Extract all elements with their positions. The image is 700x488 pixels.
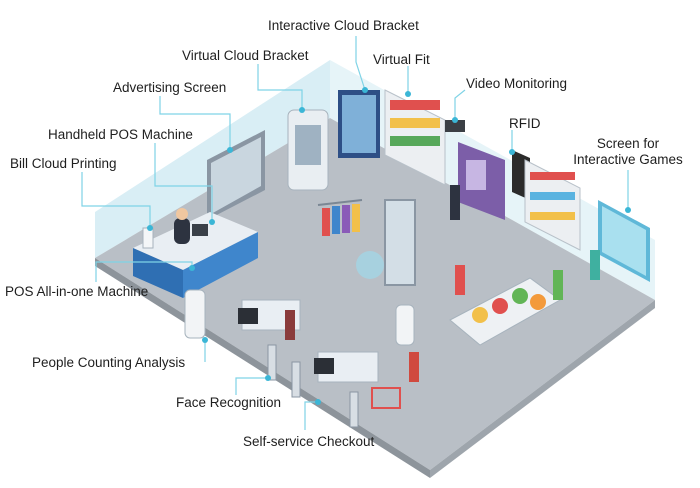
label-screen-interactive-games-line2: Interactive Games (573, 152, 683, 167)
label-virtual-fit: Virtual Fit (373, 52, 430, 67)
cashier-counter-front (133, 248, 183, 298)
label-people-counting: People Counting Analysis (32, 355, 186, 370)
fruit-yellow (472, 307, 488, 323)
leader-self-service (304, 401, 318, 430)
shopper-3 (455, 265, 465, 295)
hologram-person (356, 251, 384, 279)
shopper-6 (590, 250, 600, 280)
label-face-recognition: Face Recognition (176, 395, 282, 410)
label-rfid: RFID (509, 116, 541, 131)
label-video-monitoring: Video Monitoring (466, 76, 568, 91)
pos-machine (192, 224, 208, 236)
label-interactive-cloud-bracket: Interactive Cloud Bracket (268, 18, 419, 33)
dot-video-monitoring (452, 117, 458, 123)
bill-printer (142, 227, 154, 249)
face-gate-1 (267, 344, 277, 381)
dot-face-recognition (265, 375, 271, 381)
clothes-blue (332, 206, 340, 234)
leader-lines (81, 36, 629, 430)
shelf-products (390, 100, 440, 110)
clothes-red (322, 208, 330, 236)
checkout-screen-2 (314, 358, 334, 374)
shopper-2 (409, 352, 419, 382)
leader-interactive-cloud-bracket (355, 36, 366, 91)
shopping-cart (371, 387, 401, 409)
shelf-right-products-3 (530, 212, 575, 220)
shelf-right-products-2 (530, 192, 575, 200)
cashier-head (176, 208, 188, 220)
cashier-counter-top (133, 212, 258, 270)
leader-advertising-screen (159, 96, 231, 150)
face-gate-2 (291, 361, 301, 398)
video-camera (445, 120, 465, 132)
dot-games-screen (625, 207, 631, 213)
fruit-red (492, 298, 508, 314)
leader-handheld-pos (154, 143, 213, 222)
shopper-1 (285, 310, 295, 340)
cashier-counter-side (183, 232, 258, 298)
label-bill-cloud-printing: Bill Cloud Printing (10, 156, 117, 171)
store-floor (95, 118, 655, 470)
dot-self-service (315, 399, 321, 405)
dot-people-counting (202, 337, 208, 343)
dot-interactive-cloud-bracket (362, 87, 368, 93)
dot-rfid (509, 149, 515, 155)
fridge-glass (342, 95, 376, 153)
leader-virtual-cloud-bracket (257, 64, 303, 110)
dot-advertising-screen (227, 147, 233, 153)
label-screen-interactive-games: Screen for Interactive Games (566, 136, 690, 168)
shelf-products-2 (390, 118, 440, 128)
dot-bill-printing (147, 225, 153, 231)
dot-pos-all-in-one (189, 265, 195, 271)
leader-face-recognition (235, 377, 268, 395)
fruit-green (512, 288, 528, 304)
shopper-4 (553, 270, 563, 300)
label-advertising-screen: Advertising Screen (113, 80, 227, 95)
clothing-rack-bar (317, 199, 363, 206)
rfid-machine-panel (466, 160, 486, 190)
virtual-fit-mirror (384, 199, 416, 286)
virtual-cloud-bracket-screen (295, 125, 321, 165)
leader-video-monitoring (454, 89, 466, 120)
clothes-yellow (352, 204, 360, 232)
checkout-screen-1 (238, 308, 258, 324)
cashier-person (174, 218, 190, 244)
dot-virtual-cloud-bracket (299, 107, 305, 113)
fruit-orange (530, 294, 546, 310)
advertising-screen-glass (211, 137, 261, 214)
clothes-purple (342, 205, 350, 233)
shelf-right-products (530, 172, 575, 180)
service-robot (395, 304, 415, 346)
floor-edge-right (430, 300, 655, 478)
dot-virtual-fit (405, 91, 411, 97)
label-screen-interactive-games-line1: Screen for (596, 136, 660, 151)
shelf-products-3 (390, 136, 440, 146)
leader-dots (147, 87, 631, 405)
leader-bill-printing (81, 172, 151, 228)
label-virtual-cloud-bracket: Virtual Cloud Bracket (182, 48, 309, 63)
dot-handheld-pos (209, 219, 215, 225)
face-gate-3 (349, 391, 359, 428)
label-handheld-pos-machine: Handheld POS Machine (48, 127, 193, 142)
label-pos-all-in-one: POS All-in-one Machine (5, 284, 149, 299)
label-self-service-checkout: Self-service Checkout (243, 434, 375, 449)
shopper-5 (450, 185, 460, 220)
games-screen-glass (602, 206, 646, 276)
floor-edge-left (95, 258, 430, 478)
counting-robot (184, 289, 206, 339)
